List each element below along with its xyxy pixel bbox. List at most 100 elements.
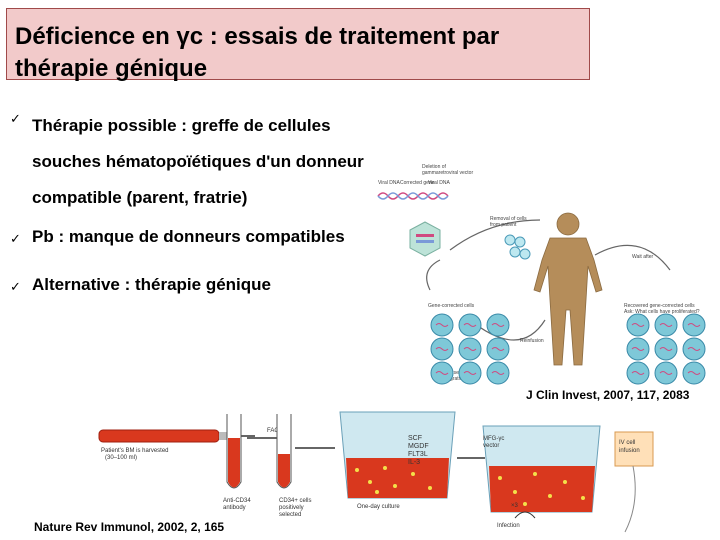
times3-label: ×3	[511, 503, 519, 509]
cell-icon	[563, 480, 567, 484]
recovered-cells-icon	[626, 313, 706, 385]
reinfusion-label: Reinfusion	[520, 338, 544, 344]
factor-mgdf: MGDF	[408, 443, 429, 450]
cd34-cells-label-1: CD34+ cells	[279, 498, 312, 504]
factor-scf: SCF	[408, 435, 422, 442]
dna-fragment-icon	[491, 323, 505, 327]
cell-icon	[393, 484, 397, 488]
dna-fragment-icon	[687, 323, 701, 327]
cell-icon	[581, 496, 585, 500]
title-line-2: thérapie génique	[15, 55, 208, 82]
cell-icon	[428, 486, 432, 490]
cd34-cells-label-2: positively	[279, 505, 304, 511]
anti-cd34-label-2: antibody	[223, 505, 246, 511]
check-icon: ✓	[10, 111, 21, 126]
facs-label: FACS	[267, 428, 283, 434]
dna-fragment-icon	[435, 323, 449, 327]
cells-icon	[355, 466, 585, 506]
check-icon: ✓	[10, 279, 21, 294]
bullet-1-line-2: souches hématopoïétiques d'un donneur	[32, 152, 364, 171]
cell-icon	[498, 476, 502, 480]
arrow-icon	[449, 219, 541, 251]
cell-icon	[533, 472, 537, 476]
gene-therapy-cycle-figure: Viral DNA Corrected gene Viral DNA Delet…	[370, 160, 715, 385]
removal-label-2: from patient	[490, 222, 517, 228]
loop-arrow-icon	[514, 511, 536, 519]
cell-icon	[375, 490, 379, 494]
cell-icon	[383, 466, 387, 470]
culture-bag-icon	[482, 425, 601, 513]
iv-label-2: infusion	[619, 448, 640, 454]
bullet-1-line-1: Thérapie possible : greffe de cellules	[32, 116, 331, 135]
anti-cd34-label-1: Anti-CD34	[223, 498, 251, 504]
title-line-1: Déficience en γc : essais de traitement …	[15, 23, 500, 50]
iv-label-1: IV cell	[619, 440, 635, 446]
dna-fragment-icon	[435, 347, 449, 351]
cell-icon	[368, 480, 372, 484]
wait-label: Wait after	[632, 254, 654, 260]
cell-icon	[548, 494, 552, 498]
cell-icon	[355, 468, 359, 472]
cell-cluster-icon	[504, 234, 531, 260]
removal-label-1: Removal of cells	[490, 216, 527, 222]
bullet-3: Alternative : thérapie génique	[32, 275, 271, 294]
dna-label-2: Corrected gene	[400, 180, 435, 186]
harvest-label-1: Patient's BM is harvested	[101, 448, 169, 454]
bullet-2: Pb : manque de donneurs compatibles	[32, 227, 345, 246]
factor-flt3l: FLT3L	[408, 451, 428, 458]
viral-vector-icon	[409, 221, 441, 257]
dna-fragment-icon	[631, 323, 645, 327]
cell-icon	[513, 490, 517, 494]
gene-corrected-label: Gene-corrected cells	[428, 303, 475, 309]
vector-label-1: Deletion of	[422, 164, 447, 170]
diverse-label-1: Diverse vector	[442, 370, 474, 376]
dna-fragment-icon	[687, 347, 701, 351]
dna-fragment-icon	[491, 371, 505, 375]
harvest-label-2: (30–100 ml)	[105, 455, 137, 461]
title-box: Déficience en γc : essais de traitement …	[6, 8, 590, 82]
recovered-label-1: Recovered gene-corrected cells	[624, 303, 695, 309]
diverse-label-2: integration sites	[442, 376, 478, 382]
dna-strand-icon	[377, 192, 449, 200]
dna-label-3: Viral DNA	[428, 180, 451, 186]
dna-strand-icon	[377, 192, 449, 200]
cell-icon	[411, 472, 415, 476]
dna-fragment-icon	[491, 347, 505, 351]
one-day-label: One-day culture	[357, 504, 400, 510]
human-figure-icon	[533, 212, 603, 366]
dna-fragment-icon	[631, 347, 645, 351]
slide-title: Déficience en γc : essais de traitement …	[15, 21, 499, 85]
bone-marrow-tube-icon	[98, 429, 233, 443]
check-icon: ✓	[10, 231, 21, 246]
iv-bag-icon	[614, 431, 654, 533]
arrow-icon	[594, 244, 671, 271]
arrow-icon	[426, 259, 441, 291]
dna-label-1: Viral DNA	[378, 180, 401, 186]
infection-label: Infection	[497, 523, 520, 529]
test-tube-icon	[226, 414, 242, 489]
dna-fragment-icon	[659, 371, 673, 375]
cd34-cells-label-3: selected	[279, 512, 301, 518]
gene-therapy-protocol-figure: Patient's BM is harvested (30–100 ml) An…	[98, 411, 654, 533]
dna-fragment-icon	[463, 347, 477, 351]
dna-fragment-icon	[463, 323, 477, 327]
cell-icon	[523, 502, 527, 506]
dna-fragment-icon	[659, 323, 673, 327]
dna-fragment-icon	[687, 371, 701, 375]
reference-nature: Nature Rev Immunol, 2002, 2, 165	[34, 520, 225, 534]
bullet-1: Thérapie possible : greffe de cellules s…	[32, 108, 364, 216]
culture-bag-icon	[339, 411, 456, 499]
bullet-1-line-3: compatible (parent, fratrie)	[32, 188, 248, 207]
vector-label-2: gammaretroviral vector	[422, 170, 473, 176]
factor-il3: IL-3	[408, 459, 420, 466]
dna-fragment-icon	[463, 371, 477, 375]
vector-label-2: vector	[483, 443, 499, 449]
gene-corrected-cells-icon	[430, 313, 510, 385]
test-tube-icon	[276, 414, 292, 489]
reference-jci: J Clin Invest, 2007, 117, 2083	[526, 388, 690, 402]
dna-fragment-icon	[659, 347, 673, 351]
dna-fragment-icon	[631, 371, 645, 375]
recovered-label-2: Ask: What cells have proliferated?	[624, 309, 700, 315]
vector-label-1: MFG-γc	[483, 436, 504, 442]
dna-fragment-icon	[435, 371, 449, 375]
